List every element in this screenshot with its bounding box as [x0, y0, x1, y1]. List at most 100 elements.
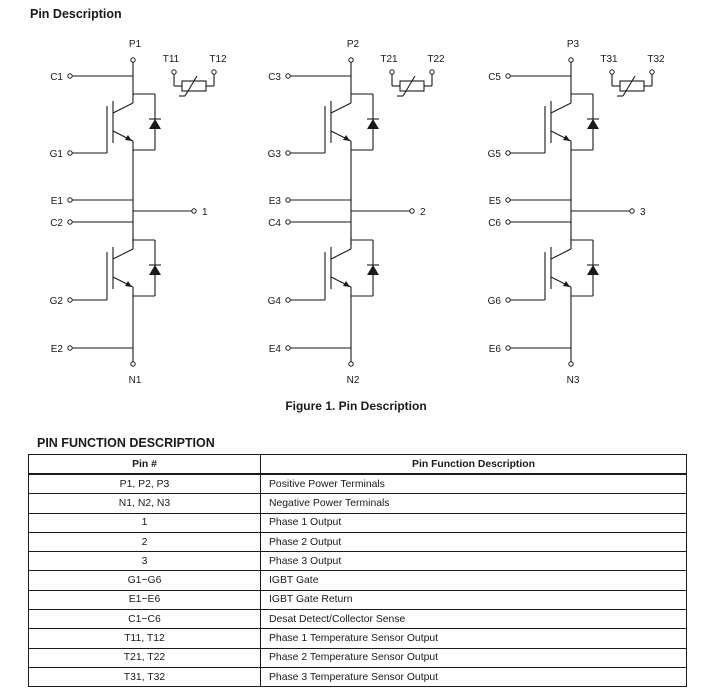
section-title: Pin Description — [30, 7, 122, 21]
terminal-label-ta: T21 — [380, 54, 398, 65]
terminal-label-g-hi: G5 — [488, 149, 502, 160]
terminal-label-c-lo: C2 — [50, 218, 63, 229]
function-cell: Negative Power Terminals — [260, 493, 687, 514]
terminal-label-c-lo: C4 — [268, 218, 281, 229]
terminal-g-hi — [505, 150, 511, 156]
terminal-top — [348, 57, 354, 63]
upper-igbt-collector — [330, 102, 352, 114]
thermistor-icon — [391, 74, 433, 97]
terminal-bottom — [568, 361, 574, 367]
terminal-label-tb: T22 — [427, 54, 445, 65]
terminal-label-e-hi: E5 — [489, 196, 502, 207]
lower-igbt-collector — [550, 248, 572, 260]
terminal-tb — [649, 69, 655, 75]
upper-igbt-diode-icon — [367, 119, 379, 129]
terminal-label-e-lo: E6 — [489, 344, 502, 355]
lower-igbt-emitter-arrow — [343, 281, 350, 287]
terminal-ta — [609, 69, 615, 75]
pin-cell: T31, T32 — [28, 666, 261, 688]
pin-cell: T11, T12 — [28, 628, 261, 649]
terminal-top — [130, 57, 136, 63]
terminal-label-e-hi: E3 — [269, 196, 282, 207]
function-cell: Phase 1 Output — [260, 512, 687, 533]
terminal-e-hi — [67, 197, 73, 203]
upper-igbt-emitter-arrow — [563, 135, 570, 141]
function-cell: Desat Detect/Collector Sense — [260, 609, 687, 630]
upper-igbt-diode-icon — [587, 119, 599, 129]
terminal-label-e-hi: E1 — [51, 196, 64, 207]
pin-cell: G1−G6 — [28, 570, 261, 591]
pin-cell: E1−E6 — [28, 589, 261, 611]
table-title: PIN FUNCTION DESCRIPTION — [37, 436, 215, 450]
terminal-label-e-lo: E2 — [51, 344, 64, 355]
terminal-c-lo — [285, 219, 291, 225]
terminal-ta — [389, 69, 395, 75]
terminal-c-lo — [505, 219, 511, 225]
pin-cell: 1 — [28, 512, 261, 533]
lower-igbt-collector — [330, 248, 352, 260]
pin-cell: 3 — [28, 551, 261, 572]
pin-function-table: Pin # Pin Function Description P1, P2, P… — [28, 454, 687, 688]
terminal-g-lo — [285, 297, 291, 303]
terminal-e-lo — [67, 345, 73, 351]
terminal-label-g-lo: G2 — [50, 296, 64, 307]
header-pin: Pin # — [28, 454, 261, 475]
figure-caption: Figure 1. Pin Description — [285, 399, 427, 413]
terminal-label-top: P1 — [129, 39, 142, 50]
terminal-label-g-lo: G4 — [268, 296, 282, 307]
upper-igbt-emitter-arrow — [125, 135, 132, 141]
table-header-row: Pin # Pin Function Description — [28, 454, 687, 475]
terminal-tb — [211, 69, 217, 75]
wire — [184, 75, 198, 97]
upper-igbt-collector — [112, 102, 134, 114]
terminal-e-lo — [505, 345, 511, 351]
function-cell: IGBT Gate — [260, 570, 687, 591]
function-cell: Phase 3 Output — [260, 551, 687, 572]
terminal-tb — [429, 69, 435, 75]
wire — [402, 75, 416, 97]
terminal-label-ta: T31 — [600, 54, 618, 65]
lower-igbt-collector — [112, 248, 134, 260]
terminal-output — [629, 208, 635, 214]
terminal-label-tb: T32 — [647, 54, 665, 65]
terminal-c-lo — [67, 219, 73, 225]
terminal-g-hi — [285, 150, 291, 156]
terminal-g-hi — [67, 150, 73, 156]
terminal-label-e-lo: E4 — [269, 344, 282, 355]
function-cell: Phase 2 Output — [260, 531, 687, 553]
terminal-bottom — [348, 361, 354, 367]
terminal-label-bottom: N3 — [567, 375, 580, 386]
lower-igbt-emitter-arrow — [563, 281, 570, 287]
thermistor-icon — [611, 74, 653, 97]
wire — [622, 75, 636, 97]
terminal-output — [409, 208, 415, 214]
terminal-label-c-lo: C6 — [488, 218, 501, 229]
function-cell: Phase 1 Temperature Sensor Output — [260, 628, 687, 649]
terminal-label-c-hi: C5 — [488, 72, 501, 83]
terminal-label-c-hi: C3 — [268, 72, 281, 83]
terminal-label-output: 2 — [420, 207, 426, 218]
terminal-c-hi — [67, 73, 73, 79]
terminal-label-top: P3 — [567, 39, 580, 50]
thermistor-icon — [173, 74, 215, 97]
terminal-c-hi — [505, 73, 511, 79]
terminal-label-bottom: N2 — [347, 375, 360, 386]
pin-cell: P1, P2, P3 — [28, 473, 261, 495]
function-cell: Phase 3 Temperature Sensor Output — [260, 666, 687, 688]
terminal-e-hi — [505, 197, 511, 203]
terminal-c-hi — [285, 73, 291, 79]
function-cell: Phase 2 Temperature Sensor Output — [260, 647, 687, 668]
terminal-label-output: 3 — [640, 207, 646, 218]
lower-igbt-diode-icon — [149, 265, 161, 275]
